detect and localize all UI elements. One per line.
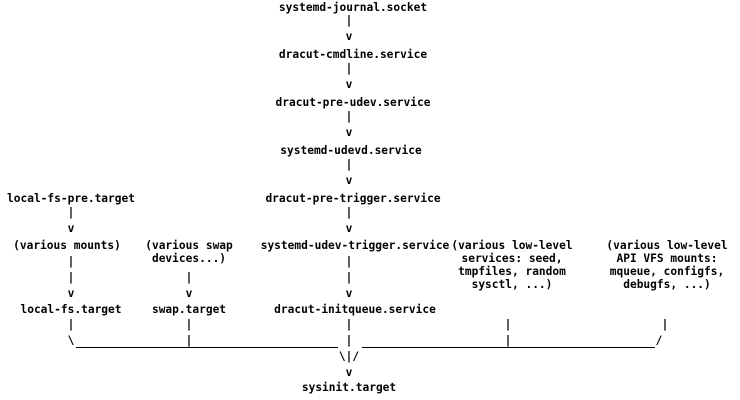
low-level-line-1: (various low-level xyxy=(451,239,573,252)
connector-pipe: | xyxy=(185,271,193,284)
node-systemd-udevd-service: systemd-udevd.service xyxy=(280,144,422,157)
node-sysinit-target: sysinit.target xyxy=(301,381,397,394)
connector-arrow: v xyxy=(185,287,193,300)
connector-pipe: | xyxy=(67,255,75,268)
swap-devices-line-1: (various swap xyxy=(145,239,233,252)
connector-pipe: | xyxy=(345,255,353,268)
connector-pipe: | xyxy=(67,318,75,331)
node-dracut-initqueue-service: dracut-initqueue.service xyxy=(274,303,436,316)
node-dracut-pre-trigger-service: dracut-pre-trigger.service xyxy=(265,192,441,205)
node-various-swap-devices: (various swap devices...) xyxy=(145,239,233,265)
connector-arrow: v xyxy=(345,222,353,235)
swap-devices-line-2: devices...) xyxy=(151,252,227,265)
node-local-fs-target: local-fs.target xyxy=(20,303,122,316)
connector-arrow: v xyxy=(67,287,75,300)
connector-pipe: | xyxy=(345,206,353,219)
node-swap-target: swap.target xyxy=(151,303,227,316)
connector-pipe: | xyxy=(345,318,353,331)
connector-pipe: | xyxy=(345,110,353,123)
connector-pipe: | xyxy=(345,14,353,27)
connector-arrow: v xyxy=(345,30,353,43)
node-systemd-udev-trigger-service: systemd-udev-trigger.service xyxy=(260,239,450,252)
node-various-low-level-services: (various low-level services: seed, tmpfi… xyxy=(451,239,572,291)
connector-slash: / xyxy=(655,334,663,347)
low-level-line-4: sysctl, ...) xyxy=(471,278,553,291)
connector-arrow: v xyxy=(345,78,353,91)
connector-pipe: | xyxy=(185,318,193,331)
api-vfs-line-1: (various low-level xyxy=(606,239,728,252)
connector-arrow: v xyxy=(345,126,353,139)
connector-pipe: | xyxy=(504,334,512,347)
api-vfs-line-2: API VFS mounts: xyxy=(616,252,718,265)
connector-pipe: | xyxy=(345,334,353,347)
api-vfs-line-3: mqueue, configfs, xyxy=(609,265,725,278)
connector-pipe: | xyxy=(345,62,353,75)
node-systemd-journal-socket: systemd-journal.socket xyxy=(278,1,428,14)
connector-pipe: | xyxy=(67,206,75,219)
connector-pipe: | xyxy=(345,271,353,284)
connector-arrow: v xyxy=(345,287,353,300)
node-various-mounts: (various mounts) xyxy=(13,239,121,252)
connector-arrow: v xyxy=(67,222,75,235)
merge-line-right xyxy=(362,347,655,348)
node-local-fs-pre-target: local-fs-pre.target xyxy=(7,192,135,205)
node-dracut-pre-udev-service: dracut-pre-udev.service xyxy=(275,96,431,109)
connector-backslash: \ xyxy=(67,334,75,347)
low-level-line-2: services: seed, xyxy=(461,252,563,265)
connector-arrow: v xyxy=(345,366,353,379)
connector-arrow: v xyxy=(345,174,353,187)
node-various-api-vfs-mounts: (various low-level API VFS mounts: mqueu… xyxy=(606,239,727,291)
connector-pipe: | xyxy=(345,158,353,171)
connector-pipe: | xyxy=(661,318,669,331)
api-vfs-line-4: debugfs, ...) xyxy=(623,278,711,291)
connector-merge: \|/ xyxy=(338,350,360,363)
merge-line-left xyxy=(76,347,338,348)
connector-pipe: | xyxy=(67,271,75,284)
low-level-line-3: tmpfiles, random xyxy=(458,265,566,278)
connector-pipe: | xyxy=(185,334,193,347)
connector-pipe: | xyxy=(504,318,512,331)
node-dracut-cmdline-service: dracut-cmdline.service xyxy=(278,48,428,61)
